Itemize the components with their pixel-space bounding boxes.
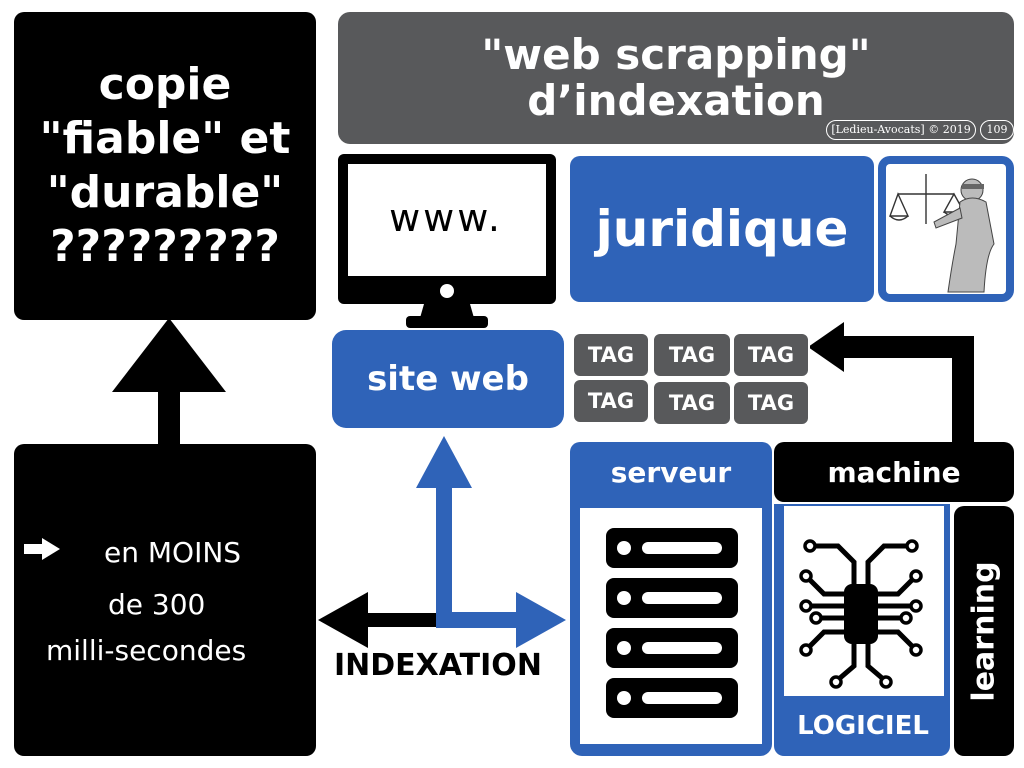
indexation-label: INDEXATION (334, 648, 542, 683)
learning-label-wrap: learning (954, 506, 1014, 756)
copie-line-2: "fiable" et (39, 113, 291, 164)
tag-badge: TAG (652, 380, 732, 426)
tag-badge: TAG (572, 332, 650, 378)
copie-line-3: "durable" (46, 167, 284, 218)
ml-arrow-head (808, 322, 844, 372)
up-arrow-head (112, 318, 226, 392)
index-up-shaft (436, 486, 452, 626)
machine-header: machine (774, 442, 1014, 502)
justice-image-area (886, 164, 1006, 294)
ml-arrow-vertical (952, 336, 974, 444)
server-rack-icon (606, 528, 738, 718)
tag-badge: TAG (572, 378, 650, 424)
tag-badge: TAG (652, 332, 732, 378)
moins-box (14, 444, 316, 756)
monitor-icon (338, 154, 556, 328)
index-right-shaft (436, 612, 522, 628)
learning-box (954, 506, 1014, 756)
title-line-1: "web scrapping" (481, 30, 871, 79)
moins-line-1: en MOINS (104, 536, 242, 569)
moins-line-2: de 300 (108, 588, 206, 621)
credit-label: [Ledieu-Avocats] © 2019 (826, 120, 976, 140)
page-number: 109 (980, 120, 1014, 140)
learning-label: learning (966, 560, 1002, 702)
serveur-label: serveur (610, 455, 732, 489)
tag-badge: TAG (732, 380, 810, 426)
index-left-head (318, 592, 368, 648)
title-line-2: d’indexation (527, 76, 825, 125)
ml-arrow-horizontal (840, 336, 974, 358)
moins-line-3: milli-secondes (46, 634, 247, 667)
tag-badge: TAG (732, 332, 810, 378)
site-web-box: site web (332, 330, 564, 428)
copie-line-1: copie (98, 59, 232, 110)
serveur-panel-inner (580, 508, 762, 744)
justice-statue-icon (889, 174, 995, 293)
index-up-head (416, 436, 472, 488)
copie-line-4: ????????? (50, 221, 280, 272)
site-web-label: site web (367, 359, 529, 399)
juridique-label: juridique (595, 200, 849, 258)
up-arrow-shaft (158, 392, 180, 448)
machine-label: machine (827, 455, 961, 489)
arrow-right-bullet-icon (24, 538, 60, 560)
monitor-screen-text: www. (389, 196, 503, 240)
logiciel-label: LOGICIEL (797, 711, 929, 741)
juridique-box: juridique (570, 156, 874, 302)
title-banner: "web scrapping" d’indexation (338, 12, 1014, 144)
circuit-chip-icon (799, 539, 923, 689)
index-left-shaft (360, 613, 442, 627)
copie-box: copie "fiable" et "durable" ????????? (14, 12, 316, 320)
logiciel-panel-inner (784, 506, 944, 696)
serveur-header: serveur (570, 442, 772, 502)
index-right-head (516, 592, 566, 648)
